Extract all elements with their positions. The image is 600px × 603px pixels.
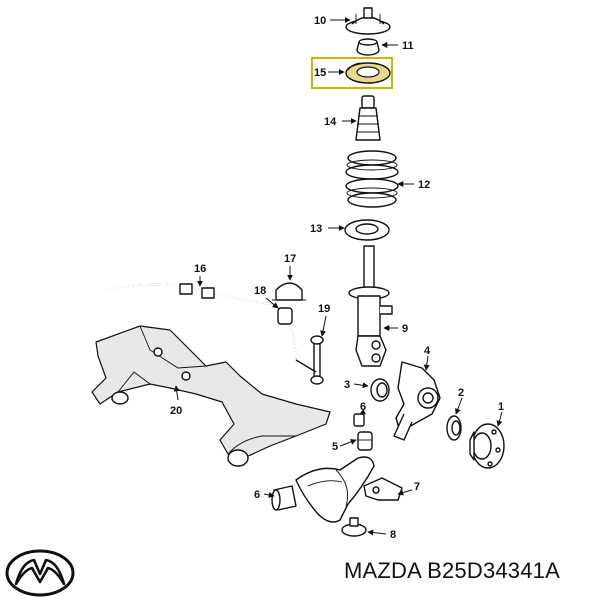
stabilizer-bracket — [272, 282, 306, 301]
callout-6-upper: 6 — [360, 401, 366, 413]
part-caption: MAZDA B25D34341A — [344, 558, 560, 584]
hub-seal — [446, 415, 462, 441]
callout-13: 13 — [310, 223, 322, 235]
stabilizer-link — [295, 335, 324, 385]
bushing-lower — [271, 485, 297, 511]
callout-14: 14 — [324, 116, 337, 128]
lower-spring-insulator — [344, 219, 390, 241]
highlight-frame — [311, 57, 393, 89]
callout-18: 18 — [254, 285, 266, 297]
mazda-logo-icon — [4, 548, 76, 603]
callout-4: 4 — [424, 345, 431, 357]
brand-name: MAZDA — [344, 558, 421, 583]
part-number: B25D34341A — [427, 558, 560, 583]
crossmember-subframe — [91, 325, 331, 467]
callout-5: 5 — [332, 441, 338, 453]
callout-3: 3 — [344, 379, 350, 391]
callout-2: 2 — [458, 387, 464, 399]
callout-17: 17 — [284, 253, 296, 265]
callout-16: 16 — [194, 263, 206, 275]
stabilizer-bushing — [277, 307, 293, 325]
steering-knuckle — [393, 361, 441, 441]
spring-seat-highlighted — [345, 62, 391, 84]
callout-1: 1 — [498, 401, 504, 413]
callout-19: 19 — [318, 303, 330, 315]
bump-stop — [355, 95, 381, 141]
strut-assembly — [348, 245, 393, 367]
callout-10: 10 — [314, 15, 326, 27]
ball-joint — [341, 517, 367, 537]
wheel-hub — [469, 423, 505, 469]
callout-11: 11 — [402, 40, 414, 52]
arm-bracket — [363, 477, 403, 501]
stabilizer-bar — [105, 283, 297, 361]
callout-6-lower: 6 — [254, 489, 260, 501]
callout-20: 20 — [170, 405, 182, 417]
callout-12: 12 — [418, 179, 430, 191]
callout-7: 7 — [414, 481, 420, 493]
bushing-upper — [357, 431, 373, 451]
strut-mount — [345, 7, 391, 35]
callout-15: 15 — [314, 67, 326, 79]
callout-8: 8 — [390, 529, 396, 541]
strut-bearing — [356, 38, 380, 56]
lower-control-arm — [295, 456, 375, 523]
bushing-small — [353, 413, 365, 427]
coil-spring — [345, 150, 399, 208]
callout-9: 9 — [402, 323, 408, 335]
wheel-bearing — [370, 378, 390, 402]
